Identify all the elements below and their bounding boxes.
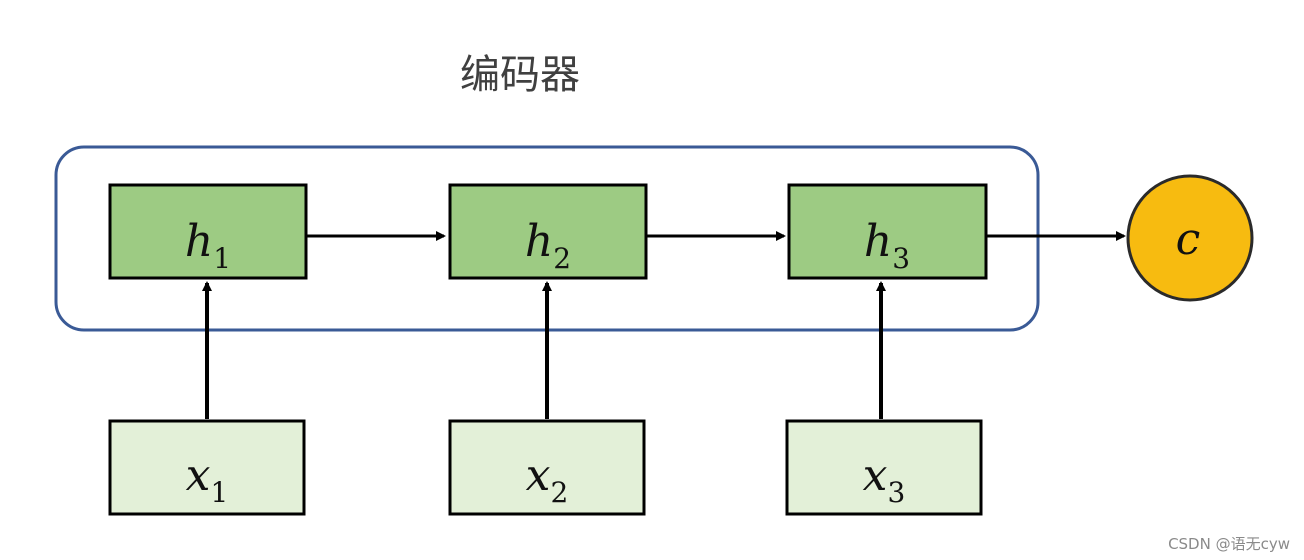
hidden-state-label: h2: [525, 216, 571, 275]
hidden-state-label: h1: [185, 216, 231, 275]
hidden-state-variable: h: [864, 216, 892, 267]
watermark: CSDN @语无cyw: [1168, 535, 1290, 553]
input-box: [448, 419, 646, 516]
input-subscript: 3: [888, 476, 906, 509]
hidden-state-variable: h: [525, 216, 553, 267]
hidden-state-3: h3: [787, 183, 988, 280]
hidden-state-box: [787, 183, 988, 280]
input-label: x1: [186, 450, 229, 509]
hidden-state-2: h2: [448, 183, 648, 280]
input-box: [108, 419, 306, 516]
input-label: x3: [863, 450, 906, 509]
hidden-state-label: h3: [864, 216, 910, 275]
input-variable: x: [186, 450, 211, 501]
input-variable: x: [526, 450, 551, 501]
hidden-state-box: [448, 183, 648, 280]
hidden-state-subscript: 2: [553, 242, 571, 275]
context-vector: c: [1126, 174, 1254, 302]
hidden-state-subscript: 1: [213, 242, 231, 275]
hidden-state-box: [108, 183, 308, 280]
hidden-state-variable: h: [185, 216, 213, 267]
input-label: x2: [526, 450, 569, 509]
hidden-state-subscript: 3: [892, 242, 910, 275]
input-1: x1: [108, 419, 306, 516]
input-3: x3: [785, 419, 983, 516]
context-label: c: [1176, 214, 1201, 265]
encoder-title: 编码器: [460, 52, 580, 98]
hidden-state-1: h1: [108, 183, 308, 280]
input-box: [785, 419, 983, 516]
context-circle: [1126, 174, 1254, 302]
input-2: x2: [448, 419, 646, 516]
input-subscript: 2: [551, 476, 569, 509]
input-subscript: 1: [211, 476, 229, 509]
input-variable: x: [863, 450, 888, 501]
